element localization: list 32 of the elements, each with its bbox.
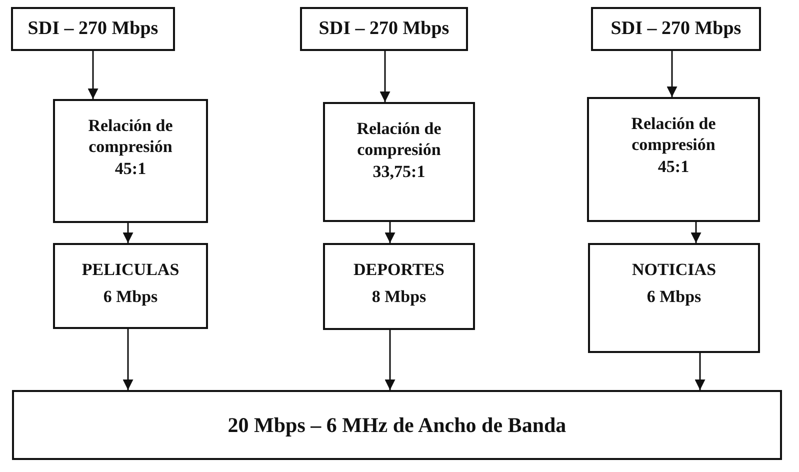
box-text: SDI – 270 Mbps [318,17,450,41]
box-text: Relación de compresión 33,75:1 [356,118,442,182]
arrow [380,51,390,102]
arrow [690,222,702,243]
process-box [53,243,208,329]
rate-text: 6 Mbps [103,286,158,308]
process-box [587,97,760,222]
rate-text: 6 Mbps [646,286,702,308]
box-text: NOTICIAS [632,259,716,280]
process-box [323,243,475,330]
process-box [12,390,782,460]
arrow [384,330,396,390]
arrow [666,51,678,97]
box-text: SDI – 270 Mbps [28,17,158,41]
arrow [694,353,706,390]
process-box [300,7,468,51]
process-box [11,7,175,51]
arrow [122,329,134,390]
box-text: DEPORTES [353,259,445,280]
rate-text: 8 Mbps [372,286,426,308]
box-text: SDI – 270 Mbps [610,17,742,41]
arrow [122,223,134,243]
box-text: Relación de compresión 45:1 [630,113,717,177]
box-text: PELICULAS [82,259,180,280]
arrow [88,51,98,99]
process-box [588,243,760,353]
process-box [53,99,208,223]
box-text: 20 Mbps – 6 MHz de Ancho de Banda [228,412,566,438]
process-box [323,102,475,222]
box-text: Relación de compresión 45:1 [87,115,174,179]
arrow [384,222,396,243]
process-box [591,7,761,51]
